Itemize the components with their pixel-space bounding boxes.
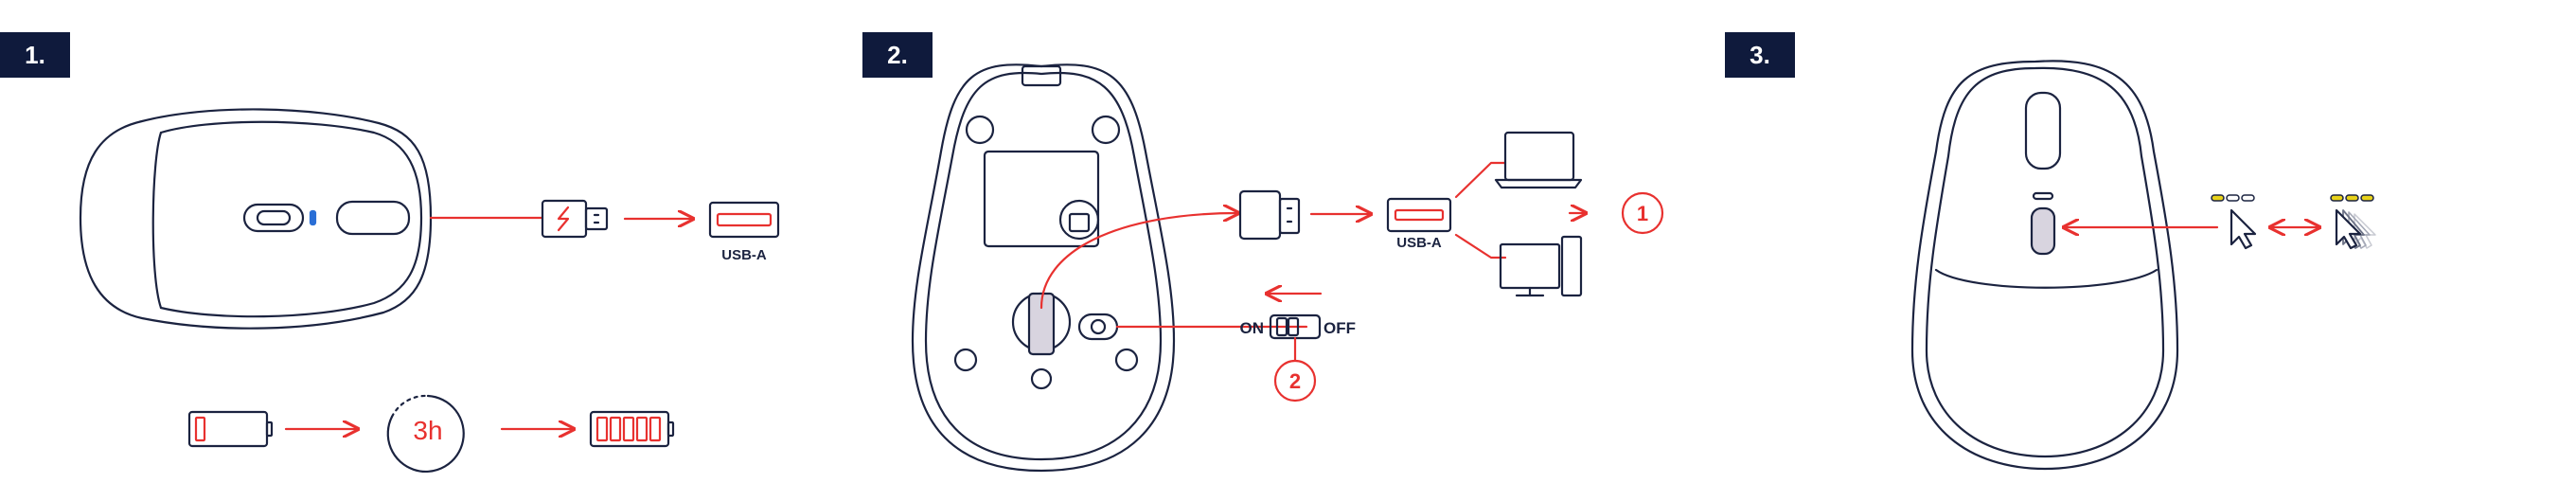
step-1-mouse-top: [80, 109, 431, 328]
cursor-icon: [2231, 210, 2255, 248]
cursor-fast-icon: [2336, 210, 2375, 248]
step-3-mouse-top: [1912, 61, 2177, 469]
dpi-led-low: [2212, 195, 2254, 201]
laptop-icon: [1496, 133, 1581, 188]
switch-on-label: ON: [1240, 319, 1265, 337]
usb-port-icon: [710, 203, 778, 237]
dpi-button: [2032, 208, 2054, 254]
usb-a-label: USB-A: [721, 247, 767, 263]
cable-icon: [542, 201, 607, 237]
battery-full-icon: [591, 412, 673, 446]
step-2-mouse-bottom: [913, 64, 1174, 471]
led-indicator: [311, 211, 315, 224]
dongle-icon: [1240, 191, 1299, 239]
switch-off-label: OFF: [1324, 319, 1356, 337]
desktop-icon: [1501, 237, 1581, 295]
callout-2-label: 2: [1289, 369, 1301, 393]
usb-port-icon-2: [1388, 199, 1450, 231]
battery-empty-icon: [189, 412, 272, 446]
dpi-led-high: [2331, 195, 2373, 201]
callout-1-label: 1: [1637, 202, 1648, 225]
charge-time-label: 3h: [413, 416, 442, 445]
usb-a-label-2: USB-A: [1396, 235, 1442, 251]
